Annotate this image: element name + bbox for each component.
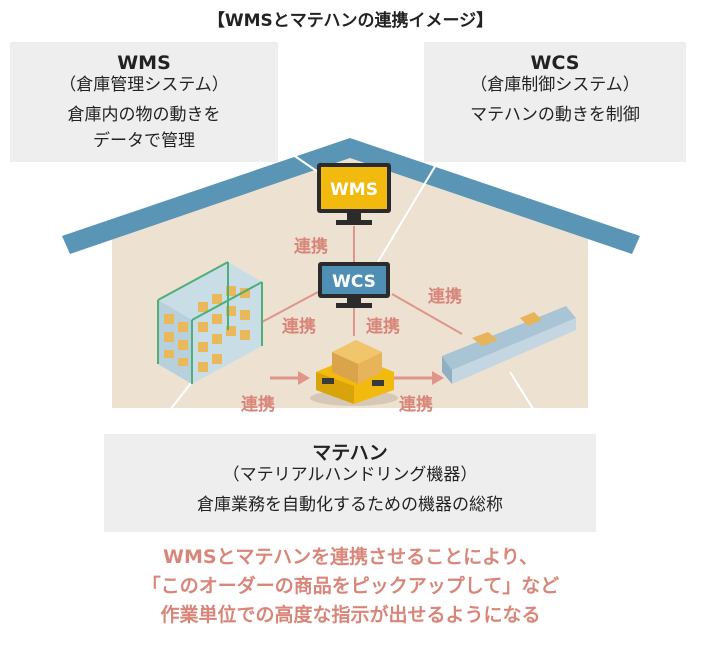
link-label-wms-wcs: 連携 (294, 236, 328, 257)
wcs-box-subtitle: （倉庫制御システム） (470, 75, 640, 95)
flow-arrow-head-2 (432, 371, 444, 385)
wms-box-subtitle: （倉庫管理システム） (59, 75, 229, 95)
wms-callout-line (285, 149, 319, 173)
footer-caption: WMSとマテハンを連携させることにより、 「このオーダーの商品をピックアップして… (0, 543, 701, 630)
wms-monitor-icon: WMS (317, 163, 391, 225)
footer-line2: 「このオーダーの商品をピックアップして」など (141, 575, 560, 597)
flow-arrow-head-1 (298, 371, 310, 385)
shelving-unit-icon (157, 261, 263, 384)
link-line-wcs-shelf (261, 291, 319, 323)
wms-box-description-line1: 倉庫内の物の動きを (67, 105, 221, 125)
footer-line1: WMSとマテハンを連携させることにより、 (162, 546, 539, 568)
link-line-wcs-conveyor (391, 293, 463, 335)
matehan-callout-line-left (149, 373, 199, 437)
link-label-wcs-shelf: 連携 (282, 316, 316, 337)
link-label-wcs-conveyor: 連携 (428, 286, 462, 307)
wms-box-title: WMS (117, 52, 171, 74)
matehan-callout-line-right (509, 371, 551, 437)
conveyor-icon (442, 306, 576, 384)
matehan-box-description: 倉庫業務を自動化するための機器の総称 (197, 495, 503, 515)
wcs-monitor-icon: WCS (318, 262, 390, 308)
matehan-box-subtitle: （マテリアルハンドリング機器） (222, 465, 478, 485)
wcs-box-description: マテハンの動きを制御 (470, 105, 640, 125)
wms-monitor-label: WMS (330, 180, 378, 200)
matehan-info-box: マテハン （マテリアルハンドリング機器） 倉庫業務を自動化するための機器の総称 (104, 434, 596, 532)
wcs-callout-line (377, 157, 441, 263)
page-title: 【WMSとマテハンの連携イメージ】 (207, 11, 494, 31)
wms-box-description-line2: データで管理 (93, 131, 195, 151)
agv-robot-icon (310, 340, 398, 406)
wms-box-description: 倉庫内の物の動きを データで管理 (10, 102, 278, 154)
matehan-box-title: マテハン (312, 442, 388, 464)
wms-info-box: WMS （倉庫管理システム） 倉庫内の物の動きを データで管理 (10, 42, 278, 162)
wcs-monitor-label: WCS (332, 272, 376, 292)
link-label-shelf-agv: 連携 (241, 394, 275, 415)
wcs-box-title: WCS (530, 52, 580, 74)
footer-line3: 作業単位での高度な指示が出せるようになる (160, 604, 541, 626)
link-label-wcs-agv: 連携 (366, 316, 400, 337)
link-label-agv-conveyor: 連携 (399, 394, 433, 415)
wcs-info-box: WCS （倉庫制御システム） マテハンの動きを制御 (424, 42, 686, 162)
